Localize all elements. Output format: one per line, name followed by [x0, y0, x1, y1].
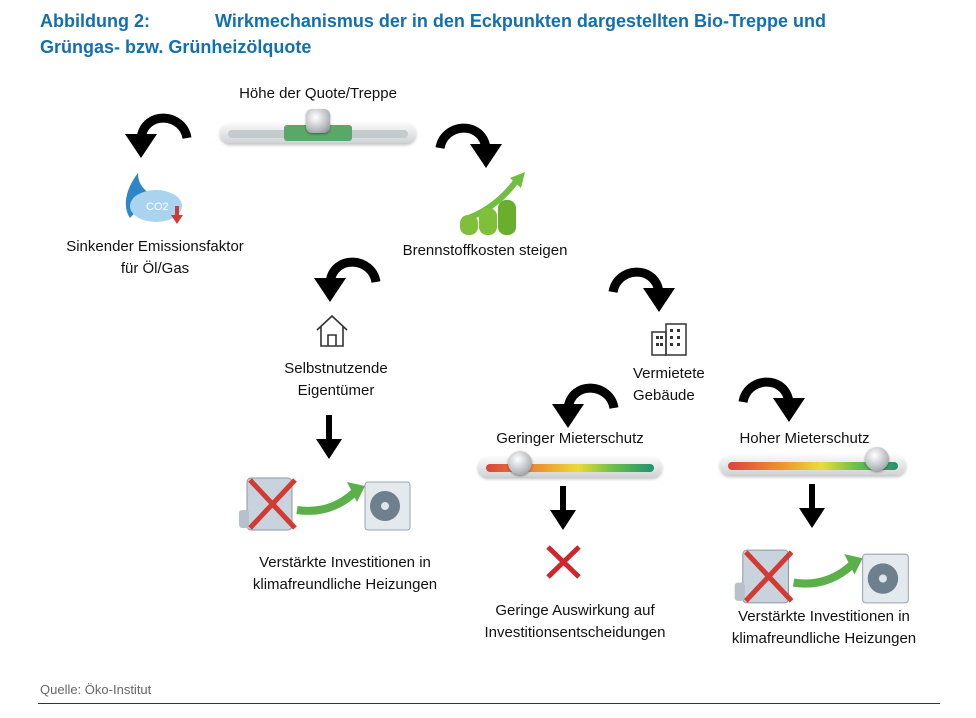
- figure-title-text: Wirkmechanismus der in den Eckpunkten da…: [215, 11, 826, 31]
- rented-line1: Vermietete: [633, 365, 705, 382]
- curved-arrow-right-icon: [603, 262, 687, 317]
- emission-label: Sinkender Emissionsfaktor für Öl/Gas: [40, 236, 270, 280]
- divider: [38, 703, 940, 704]
- high-result-label: Verstärkte Investitionen in klimafreundli…: [708, 606, 940, 650]
- heating-replacement-icon: [727, 542, 917, 608]
- low-protection-label: Geringer Mieterschutz: [496, 430, 644, 447]
- heating-replacement-icon: [235, 470, 415, 535]
- down-arrow-icon: [314, 415, 344, 460]
- rising-cost-coins-icon: [460, 172, 525, 235]
- curved-arrow-left-icon: [113, 108, 197, 163]
- low-result-line2: Investitionsentscheidungen: [484, 624, 666, 641]
- curved-arrow-right-icon: [430, 118, 514, 173]
- figure-title-line2: Grüngas- bzw. Grünheizölquote: [40, 37, 312, 57]
- fuel-cost-label: Brennstoffkosten steigen: [402, 242, 568, 259]
- curved-arrow-left-icon: [302, 252, 386, 307]
- emission-line2: für Öl/Gas: [120, 260, 190, 277]
- quota-slider: [220, 109, 416, 143]
- house-icon: [316, 314, 348, 347]
- down-arrow-icon: [797, 484, 827, 529]
- rented-line2: Gebäude: [633, 387, 695, 404]
- figure-title-line1: Abbildung 2: Wirkmechanismus der in den E…: [40, 8, 826, 34]
- owners-line2: Eigentümer: [297, 382, 375, 399]
- source-note: Quelle: Öko-Institut: [40, 682, 152, 697]
- co2-cloud-icon: CO2: [125, 173, 183, 224]
- red-cross-icon: [546, 545, 581, 579]
- high-result-line2: klimafreundliche Heizungen: [731, 630, 917, 647]
- low-protection-slider: [478, 451, 662, 477]
- emission-line1: Sinkender Emissionsfaktor: [66, 238, 244, 255]
- figure-label: Abbildung 2:: [40, 11, 150, 31]
- quota-label: Höhe der Quote/Treppe: [239, 85, 397, 102]
- down-arrow-icon: [548, 486, 578, 531]
- co2-text: CO2: [146, 201, 169, 213]
- curved-arrow-right-icon: [733, 372, 817, 427]
- high-protection-slider: [720, 447, 906, 475]
- high-protection-label: Hoher Mieterschutz: [739, 430, 870, 447]
- owners-result-label: Verstärkte Investitionen in klimafreundli…: [225, 552, 465, 596]
- owners-line1: Selbstnutzende: [284, 360, 388, 377]
- curved-arrow-left-icon: [540, 378, 624, 433]
- apartment-building-icon: [651, 323, 687, 356]
- owners-result-line1: Verstärkte Investitionen in: [259, 554, 431, 571]
- low-result-line1: Geringe Auswirkung auf: [495, 602, 655, 619]
- high-result-line1: Verstärkte Investitionen in: [738, 608, 910, 625]
- owners-result-line2: klimafreundliche Heizungen: [252, 576, 438, 593]
